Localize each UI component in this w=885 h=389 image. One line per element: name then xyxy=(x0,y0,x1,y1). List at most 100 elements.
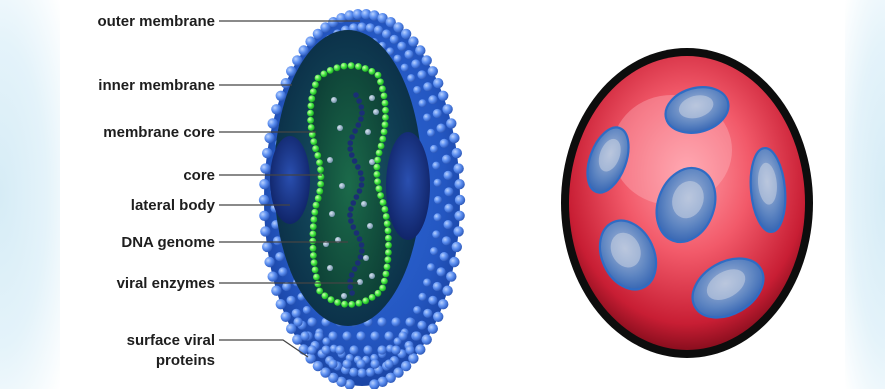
enzyme-dot xyxy=(327,157,333,163)
membrane-core-bead xyxy=(384,264,391,271)
enzyme-dot xyxy=(331,97,337,103)
enzyme-dot xyxy=(341,293,347,299)
lateral-body-left xyxy=(270,136,310,224)
surface-protein-bead xyxy=(432,230,440,238)
membrane-core-bead xyxy=(310,138,317,145)
dna-segment xyxy=(359,110,365,116)
surface-protein-bead xyxy=(384,359,393,368)
membrane-core-bead xyxy=(327,67,334,74)
surface-protein-bead xyxy=(377,317,386,326)
dna-segment xyxy=(359,176,365,182)
membrane-core-bead xyxy=(378,143,385,150)
surface-protein-bead xyxy=(394,55,402,63)
surface-protein-bead xyxy=(342,331,351,340)
label-surface-viral-line1: surface viral xyxy=(127,332,215,349)
surface-protein-bead xyxy=(405,345,414,354)
enzyme-dot xyxy=(367,223,373,229)
dna-segment xyxy=(359,182,365,188)
membrane-core-bead xyxy=(334,64,341,71)
surface-protein-bead xyxy=(428,95,437,104)
surface-protein-bead xyxy=(434,196,442,204)
enzyme-dot xyxy=(369,273,375,279)
surface-protein-bead xyxy=(397,42,406,51)
surface-protein-bead xyxy=(440,139,449,148)
surface-protein-bead xyxy=(415,45,425,55)
label-inner-membrane: inner membrane xyxy=(98,77,215,94)
membrane-core-bead xyxy=(308,95,315,102)
surface-protein-bead xyxy=(449,133,459,143)
surface-protein-bead xyxy=(423,279,431,287)
membrane-core-bead xyxy=(382,114,389,121)
surface-protein-bead xyxy=(442,104,452,114)
surface-protein-bead xyxy=(300,331,309,340)
surface-protein-bead xyxy=(281,312,291,322)
dna-segment xyxy=(347,146,353,152)
membrane-core-bead xyxy=(379,136,386,143)
surface-protein-bead xyxy=(407,74,415,82)
surface-protein-bead xyxy=(260,163,270,173)
dna-segment xyxy=(349,134,355,140)
membrane-core-bead xyxy=(382,100,389,107)
surface-protein-bead xyxy=(423,82,432,91)
membrane-core-bead xyxy=(355,63,362,70)
membrane-core-bead xyxy=(314,152,321,159)
membrane-core-bead xyxy=(321,71,328,78)
membrane-core-bead xyxy=(385,235,392,242)
surface-protein-bead xyxy=(370,359,379,368)
surface-protein-bead xyxy=(268,271,278,281)
membrane-core-bead xyxy=(316,188,323,195)
membrane-core-bead xyxy=(312,145,319,152)
surface-protein-bead xyxy=(382,29,391,38)
surface-protein-bead xyxy=(293,317,302,326)
surface-protein-bead xyxy=(398,331,407,340)
surface-protein-bead xyxy=(262,242,272,252)
dna-segment xyxy=(354,230,360,236)
surface-protein-bead xyxy=(434,213,442,221)
membrane-core-bead xyxy=(334,299,341,306)
membrane-core-bead xyxy=(328,296,335,303)
surface-protein-bead xyxy=(422,55,432,65)
membrane-core-bead xyxy=(311,209,318,216)
membrane-core-bead xyxy=(362,297,369,304)
membrane-core-bead xyxy=(310,88,317,95)
surface-protein-bead xyxy=(335,345,344,354)
label-outer-membrane: outer membrane xyxy=(97,13,215,30)
membrane-core-bead xyxy=(312,81,319,88)
surface-protein-bead xyxy=(259,211,269,221)
dna-segment xyxy=(351,200,357,206)
surface-protein-bead xyxy=(276,299,286,309)
dna-segment xyxy=(347,212,353,218)
dna-segment xyxy=(359,104,365,110)
surface-protein-bead xyxy=(391,345,400,354)
membrane-core-bead xyxy=(310,245,317,252)
enzyme-dot xyxy=(337,125,343,131)
surface-protein-bead xyxy=(444,187,453,196)
surface-protein-bead xyxy=(417,70,426,79)
surface-protein-bead xyxy=(281,78,291,88)
label-lateral-body: lateral body xyxy=(131,197,215,214)
surface-protein-bead xyxy=(454,179,464,189)
surface-protein-bead xyxy=(408,36,418,46)
membrane-core-bead xyxy=(374,164,381,171)
membrane-core-bead xyxy=(316,159,323,166)
dna-segment xyxy=(349,290,355,296)
dna-segment xyxy=(359,242,365,248)
surface-protein-bead xyxy=(415,344,425,354)
surface-protein-bead xyxy=(419,293,427,301)
dna-segment xyxy=(348,218,354,224)
enzyme-dot xyxy=(329,211,335,217)
membrane-core-bead xyxy=(369,294,376,301)
membrane-core-bead xyxy=(317,166,324,173)
membrane-core-bead xyxy=(385,242,392,249)
surface-protein-bead xyxy=(405,317,414,326)
membrane-core-bead xyxy=(313,274,320,281)
surface-protein-bead xyxy=(271,286,281,296)
surface-protein-bead xyxy=(366,368,375,377)
surface-protein-bead xyxy=(314,331,323,340)
surface-protein-bead xyxy=(444,204,453,213)
surface-protein-bead xyxy=(313,361,323,371)
membrane-core-bead xyxy=(315,195,322,202)
surface-protein-bead xyxy=(276,91,286,101)
